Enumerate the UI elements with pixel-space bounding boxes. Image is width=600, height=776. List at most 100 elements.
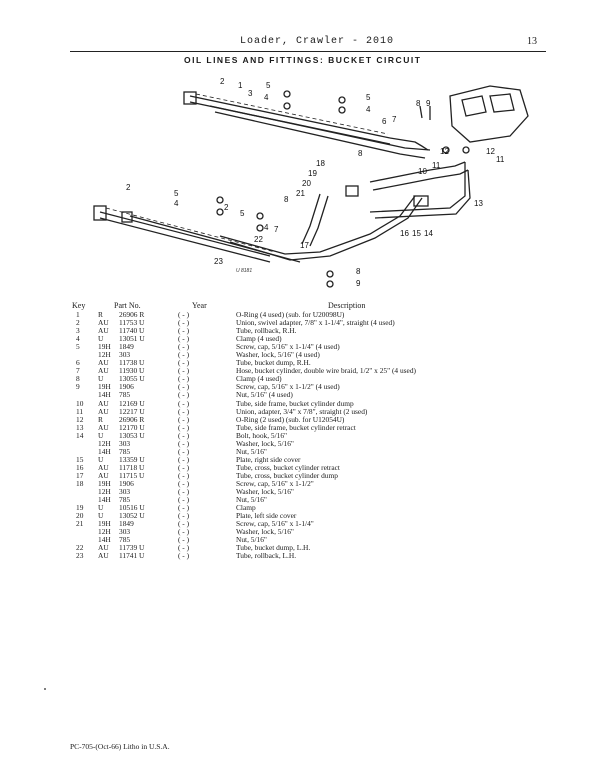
- row-year: ( - ): [178, 470, 190, 480]
- row-part-prefix: AU: [98, 358, 109, 368]
- exploded-parts-diagram: 2 1 3 5 4 5 4 6 7 8 9 12 12 11 11 10 8 1…: [70, 66, 530, 296]
- row-description: Hose, bucket cylinder, double wire braid…: [236, 366, 416, 376]
- svg-text:4: 4: [174, 199, 179, 208]
- row-description: Screw, cap, 5/16" x 1-1/4" (4 used): [236, 342, 340, 352]
- svg-text:10: 10: [418, 167, 427, 176]
- row-key: 12: [76, 414, 84, 424]
- row-description: Nut, 5/16": [236, 535, 267, 545]
- column-header-part-no: Part No.: [114, 301, 141, 310]
- row-part-prefix: 14H: [98, 390, 111, 400]
- row-year: ( - ): [178, 430, 190, 440]
- row-year: ( - ): [178, 310, 190, 319]
- diagram-callouts: 2 1 3 5 4 5 4 6 7 8 9 12 12 11 11 10 8 1…: [126, 77, 505, 288]
- row-year: ( - ): [178, 334, 190, 344]
- page-number: 13: [527, 36, 537, 47]
- row-part-number: 13053 U: [119, 430, 145, 440]
- row-part-prefix: 12H: [98, 350, 111, 360]
- row-year: ( - ): [178, 390, 190, 400]
- svg-text:9: 9: [356, 279, 361, 288]
- row-key: 21: [76, 519, 84, 529]
- row-year: ( - ): [178, 358, 190, 368]
- row-part-prefix: U: [98, 374, 104, 384]
- column-header-year: Year: [192, 301, 207, 310]
- svg-text:22: 22: [254, 235, 263, 244]
- row-key: 22: [76, 543, 84, 553]
- svg-text:5: 5: [366, 93, 371, 102]
- svg-text:5: 5: [240, 209, 245, 218]
- svg-text:2: 2: [220, 77, 225, 86]
- row-description: Tube, bucket dump, L.H.: [236, 543, 311, 553]
- row-description: Plate, left side cover: [236, 511, 297, 521]
- row-key: 7: [76, 366, 80, 376]
- svg-text:6: 6: [382, 117, 387, 126]
- row-key: 16: [76, 462, 84, 472]
- svg-text:U 8181: U 8181: [236, 268, 252, 274]
- svg-text:20: 20: [302, 179, 311, 188]
- svg-text:12: 12: [486, 147, 495, 156]
- row-description: Clamp (4 used): [236, 374, 282, 384]
- row-key: 3: [76, 326, 80, 336]
- row-part-prefix: AU: [98, 398, 109, 408]
- row-part-prefix: AU: [98, 470, 109, 480]
- row-part-prefix: U: [98, 334, 104, 344]
- row-part-number: 13359 U: [119, 454, 145, 464]
- row-key: 15: [76, 454, 84, 464]
- row-description: Tube, rollback, R.H.: [236, 326, 297, 336]
- row-key: 13: [76, 422, 84, 432]
- row-part-number: 11738 U: [119, 358, 145, 368]
- row-part-number: 785: [119, 446, 131, 456]
- row-part-number: 13051 U: [119, 334, 145, 344]
- row-part-prefix: 19H: [98, 342, 111, 352]
- svg-text:15: 15: [412, 229, 421, 238]
- row-year: ( - ): [178, 382, 190, 392]
- svg-text:8: 8: [284, 195, 289, 204]
- row-year: ( - ): [178, 495, 190, 505]
- svg-text:9: 9: [426, 99, 431, 108]
- row-description: Screw, cap, 5/16" x 1-1/2": [236, 478, 314, 488]
- row-part-number: 1906: [119, 382, 134, 392]
- row-description: Tube, cross, bucket cylinder retract: [236, 462, 340, 472]
- row-key: 18: [76, 478, 84, 488]
- row-description: Union, swivel adapter, 7/8" x 1-1/4", st…: [236, 318, 395, 328]
- row-year: ( - ): [178, 350, 190, 360]
- row-year: ( - ): [178, 414, 190, 424]
- page-title: Loader, Crawler - 2010: [240, 36, 395, 47]
- row-key: 2: [76, 318, 80, 328]
- page-header: Loader, Crawler - 2010 13: [0, 36, 600, 52]
- row-description: Nut, 5/16": [236, 446, 267, 456]
- row-part-prefix: 12H: [98, 438, 111, 448]
- svg-text:14: 14: [424, 229, 433, 238]
- row-part-prefix: AU: [98, 326, 109, 336]
- svg-text:8: 8: [358, 149, 363, 158]
- column-header-description: Description: [328, 301, 366, 310]
- row-part-number: 785: [119, 390, 131, 400]
- row-key: 19: [76, 503, 84, 513]
- row-key: 10: [76, 398, 84, 408]
- row-key: 11: [76, 406, 84, 416]
- row-part-prefix: AU: [98, 543, 109, 553]
- row-year: ( - ): [178, 462, 190, 472]
- row-description: Washer, lock, 5/16": [236, 527, 294, 537]
- svg-text:8: 8: [416, 99, 421, 108]
- row-description: Tube, rollback, L.H.: [236, 551, 297, 561]
- row-part-number: 303: [119, 438, 131, 448]
- row-description: Washer, lock, 5/16" (4 used): [236, 350, 320, 360]
- svg-text:8: 8: [356, 267, 361, 276]
- row-part-prefix: 14H: [98, 535, 111, 545]
- row-description: Nut, 5/16": [236, 495, 267, 505]
- row-description: Screw, cap, 5/16" x 1-1/2" (4 used): [236, 382, 340, 392]
- row-part-number: 10516 U: [119, 503, 145, 513]
